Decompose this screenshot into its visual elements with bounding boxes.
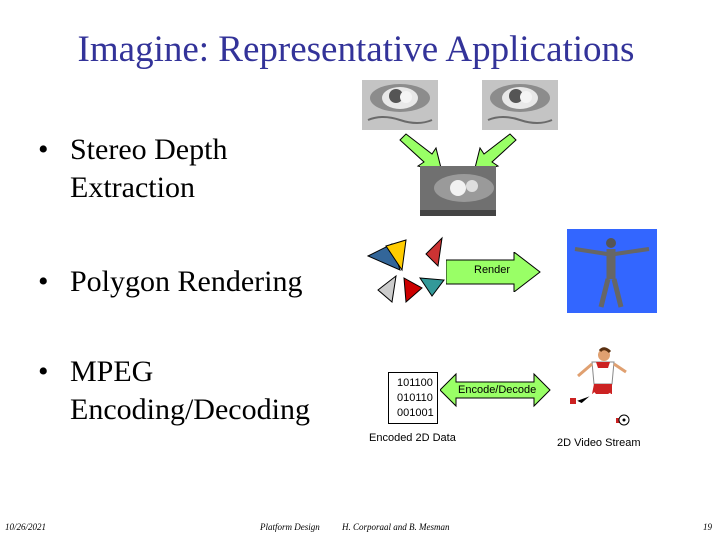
bullet-text-line2: Extraction — [70, 171, 195, 204]
human-figure-icon — [574, 238, 650, 308]
encoded-data-label: Encoded 2D Data — [369, 432, 456, 444]
encode-decode-arrow — [440, 372, 551, 408]
soccer-player-image — [570, 347, 630, 426]
video-stream-label: 2D Video Stream — [557, 437, 641, 449]
footer-page-number: 19 — [703, 522, 712, 532]
arrow-down-left-icon — [473, 133, 517, 173]
bullet-text-line1: Polygon Rendering — [70, 265, 303, 298]
bullet-text-line2: Encoding/Decoding — [70, 393, 310, 426]
code-line: 101100 — [397, 377, 433, 389]
code-line: 010110 — [397, 392, 433, 404]
rendered-figure-image — [567, 229, 657, 313]
bullet-marker: • — [38, 133, 49, 166]
slide-title: Imagine: Representative Applications — [77, 29, 635, 70]
encoded-data-box: 101100 010110 001001 — [388, 372, 438, 424]
render-arrow — [446, 252, 541, 292]
bullet-marker: • — [38, 265, 49, 298]
encode-decode-label: Encode/Decode — [458, 384, 537, 396]
render-label: Render — [474, 264, 511, 276]
depth-map-image — [420, 166, 496, 216]
footer-course: Platform Design — [260, 522, 320, 532]
polygon-triangles — [366, 236, 445, 304]
stereo-left-image — [362, 80, 438, 130]
bullet-marker: • — [38, 355, 49, 388]
stereo-arrows — [399, 133, 517, 173]
code-line: 001001 — [397, 407, 434, 419]
bullet-text-line1: Stereo Depth — [70, 133, 228, 166]
footer-date: 10/26/2021 — [5, 522, 47, 532]
arrow-down-right-icon — [399, 133, 443, 173]
footer-authors: H. Corporaal and B. Mesman — [342, 522, 450, 532]
stereo-right-image — [482, 80, 558, 130]
bullet-text-line1: MPEG — [70, 355, 154, 388]
